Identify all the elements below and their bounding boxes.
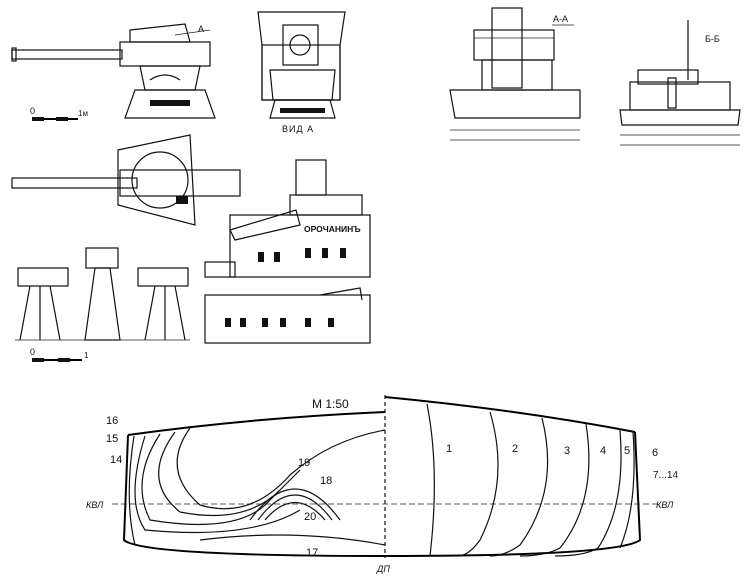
station-label-7-14: 7...14 xyxy=(653,470,678,481)
mount-scale-bar xyxy=(32,358,82,362)
body-plan xyxy=(112,395,660,558)
gun-scale-zero: 0 xyxy=(30,106,35,116)
station-label-14: 14 xyxy=(110,454,122,466)
mount-scale-end: 1 xyxy=(84,351,89,360)
aft-station-lines xyxy=(128,427,386,546)
section-aa-drawing xyxy=(449,7,581,141)
station-label-19: 19 xyxy=(298,457,310,469)
upper-portholes xyxy=(258,248,346,262)
centerline-label: ДП xyxy=(376,564,390,574)
waterline-left: КВЛ xyxy=(86,500,104,510)
gun-plan-view xyxy=(11,134,241,226)
station-label-3: 3 xyxy=(564,445,570,457)
section-bb-drawing xyxy=(619,20,741,146)
station-label-18: 18 xyxy=(320,475,332,487)
station-label-4: 4 xyxy=(600,445,606,457)
gun-scale-bar xyxy=(32,117,78,121)
ship-name: ОРОЧАНИНЪ xyxy=(304,224,361,234)
waterline-right: КВЛ xyxy=(656,500,674,510)
mount-views xyxy=(15,247,190,341)
view-a-label: ВИД А xyxy=(282,124,314,134)
body-plan-scale: М 1:50 xyxy=(312,397,349,411)
station-label-17: 17 xyxy=(306,547,318,559)
view-a-drawing xyxy=(257,11,346,119)
gun-side-view xyxy=(11,23,216,119)
station-label-5: 5 xyxy=(624,445,630,457)
fore-station-lines xyxy=(426,403,635,557)
station-label-16: 16 xyxy=(106,415,118,427)
callout-a: А xyxy=(198,24,204,34)
station-label-1: 1 xyxy=(446,443,452,455)
section-bb-label: Б-Б xyxy=(705,34,720,44)
station-label-15: 15 xyxy=(106,433,118,445)
mount-scale-zero: 0 xyxy=(30,347,35,357)
ship-superstructure-views xyxy=(204,159,371,344)
station-label-20: 20 xyxy=(304,511,316,523)
lower-portholes xyxy=(225,318,334,327)
gun-scale-end: 1м xyxy=(78,109,88,118)
station-label-6: 6 xyxy=(652,447,658,459)
station-label-2: 2 xyxy=(512,443,518,455)
section-aa-label: А-А xyxy=(553,14,568,24)
